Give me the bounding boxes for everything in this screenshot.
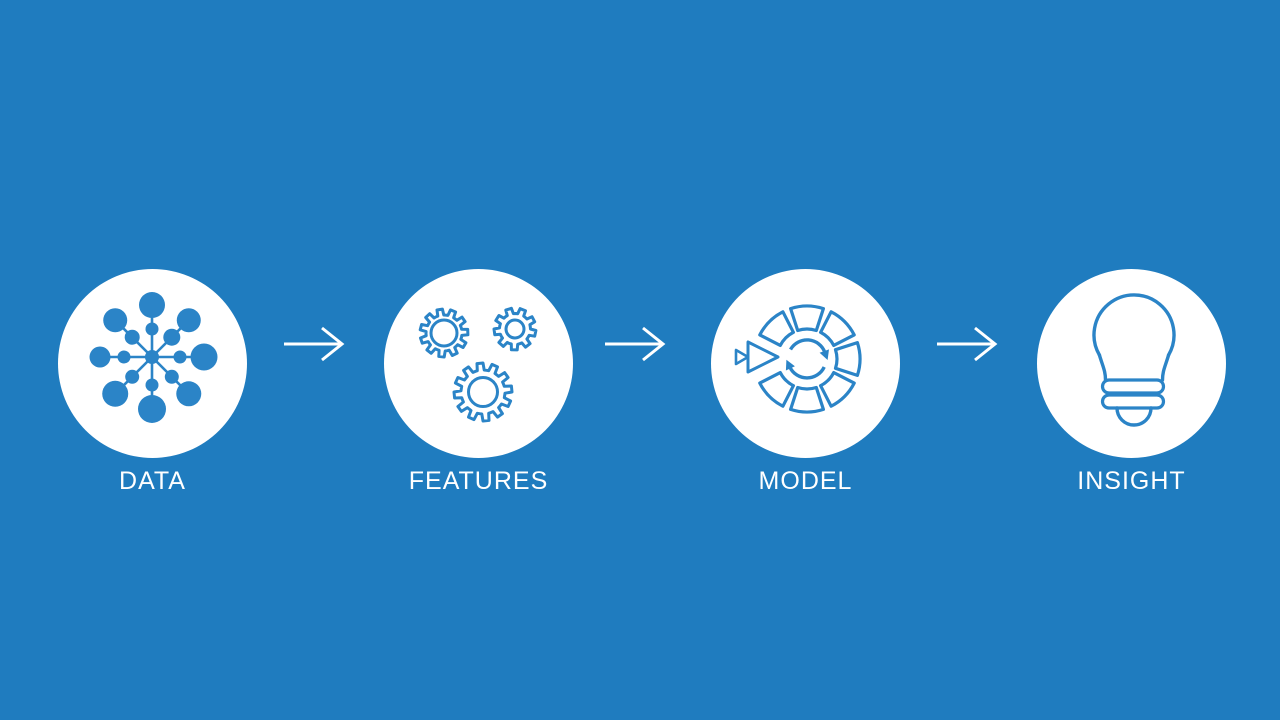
flow-arrow-icon [284,326,345,362]
features-gears-icon [418,306,538,423]
data-network-icon [89,292,218,423]
features-step-circle [384,269,573,458]
step-label-data: DATA [119,467,186,495]
step-features: FEATURES [384,269,573,496]
step-model: MODEL [711,269,900,496]
flow-arrow-icon [605,326,666,362]
step-insight: INSIGHT [1037,269,1226,496]
model-training-icon [734,304,862,414]
insight-step-circle [1037,269,1226,458]
step-label-features: FEATURES [408,467,549,495]
data-step-circle [58,269,247,458]
step-label-insight: INSIGHT [1077,467,1186,495]
step-label-model: MODEL [758,467,853,495]
model-step-circle [711,269,900,458]
step-data: DATA [58,269,247,496]
insight-lightbulb-icon [1092,293,1176,427]
flow-arrow-icon [937,326,998,362]
